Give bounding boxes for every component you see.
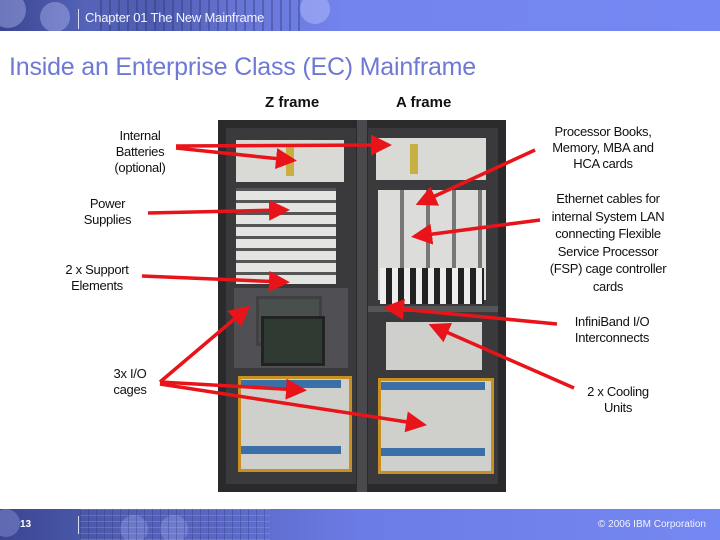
header-separator	[78, 9, 79, 29]
label-line: InfiniBand I/O	[574, 314, 650, 329]
z-frame-cabinet	[226, 128, 356, 484]
header-band: Chapter 01 The New Mainframe	[0, 0, 720, 31]
label-line: internal System LAN	[551, 208, 665, 224]
label-line: Service Processor	[557, 243, 659, 259]
battery-tag	[410, 144, 418, 174]
ethernet-cables	[380, 268, 484, 304]
label-line: 2 x Cooling	[587, 384, 649, 399]
label-line: Batteries	[115, 144, 165, 159]
label-line: cages	[113, 382, 147, 397]
io-connectors	[241, 380, 341, 388]
shelf	[368, 306, 498, 312]
chapter-title: Chapter 01 The New Mainframe	[85, 10, 265, 25]
page-number: 13	[20, 519, 32, 530]
label-internal-batteries: Internal Batteries (optional)	[100, 128, 180, 176]
decorative-grid	[100, 0, 300, 31]
label-line: Supplies	[83, 212, 132, 227]
io-connectors	[381, 382, 485, 390]
decorative-circle	[120, 515, 148, 540]
label-line: (optional)	[114, 160, 166, 175]
label-cooling-units: 2 x Cooling Units	[576, 384, 660, 416]
io-cage	[378, 378, 494, 474]
label-line: cards	[592, 278, 624, 294]
label-power-supplies: Power Supplies	[70, 196, 145, 228]
label-line: Processor Books,	[554, 124, 652, 139]
copyright: © 2006 IBM Corporation	[598, 519, 706, 530]
label-line: 3x I/O	[113, 366, 147, 381]
label-line: Internal	[119, 128, 161, 143]
label-line: (FSP) cage controller	[549, 261, 667, 276]
label-line: Ethernet cables for	[556, 191, 660, 206]
cooling-units	[386, 322, 482, 370]
decorative-circle	[160, 515, 188, 540]
footer-separator	[78, 516, 79, 534]
battery-tag	[286, 146, 294, 176]
label-ethernet-cables: Ethernet cables for internal System LAN …	[538, 190, 678, 295]
label-line: connecting Flexible	[555, 226, 661, 241]
label-infiniband: InfiniBand I/O Interconnects	[560, 314, 664, 346]
label-line: Power	[89, 196, 126, 211]
label-line: Memory, MBA and	[552, 140, 654, 155]
a-frame-cabinet	[368, 128, 498, 484]
label-processor-books: Processor Books, Memory, MBA and HCA car…	[535, 124, 671, 172]
decorative-circle	[40, 2, 70, 31]
decorative-circle	[300, 0, 330, 24]
label-support-elements: 2 x Support Elements	[54, 262, 140, 294]
label-io-cages: 3x I/O cages	[100, 366, 160, 398]
power-supplies	[236, 188, 336, 284]
frame-divider	[357, 120, 367, 492]
support-element-2	[261, 316, 325, 366]
io-connectors	[381, 448, 485, 456]
footer-band: 13 © 2006 IBM Corporation	[0, 509, 720, 540]
label-line: Elements	[71, 278, 123, 293]
io-cage	[238, 376, 352, 472]
io-connectors	[241, 446, 341, 454]
label-line: Interconnects	[574, 330, 650, 345]
decorative-circle	[0, 509, 20, 537]
z-frame-label: Z frame	[265, 94, 320, 111]
battery-unit	[376, 138, 486, 180]
mainframe-photo	[218, 120, 506, 492]
label-line: HCA cards	[573, 156, 633, 171]
label-line: Units	[603, 400, 633, 415]
decorative-grid	[80, 509, 270, 540]
slide-title: Inside an Enterprise Class (EC) Mainfram…	[9, 53, 476, 81]
decorative-circle	[0, 0, 26, 28]
label-line: 2 x Support	[65, 262, 129, 277]
a-frame-label: A frame	[396, 94, 452, 111]
